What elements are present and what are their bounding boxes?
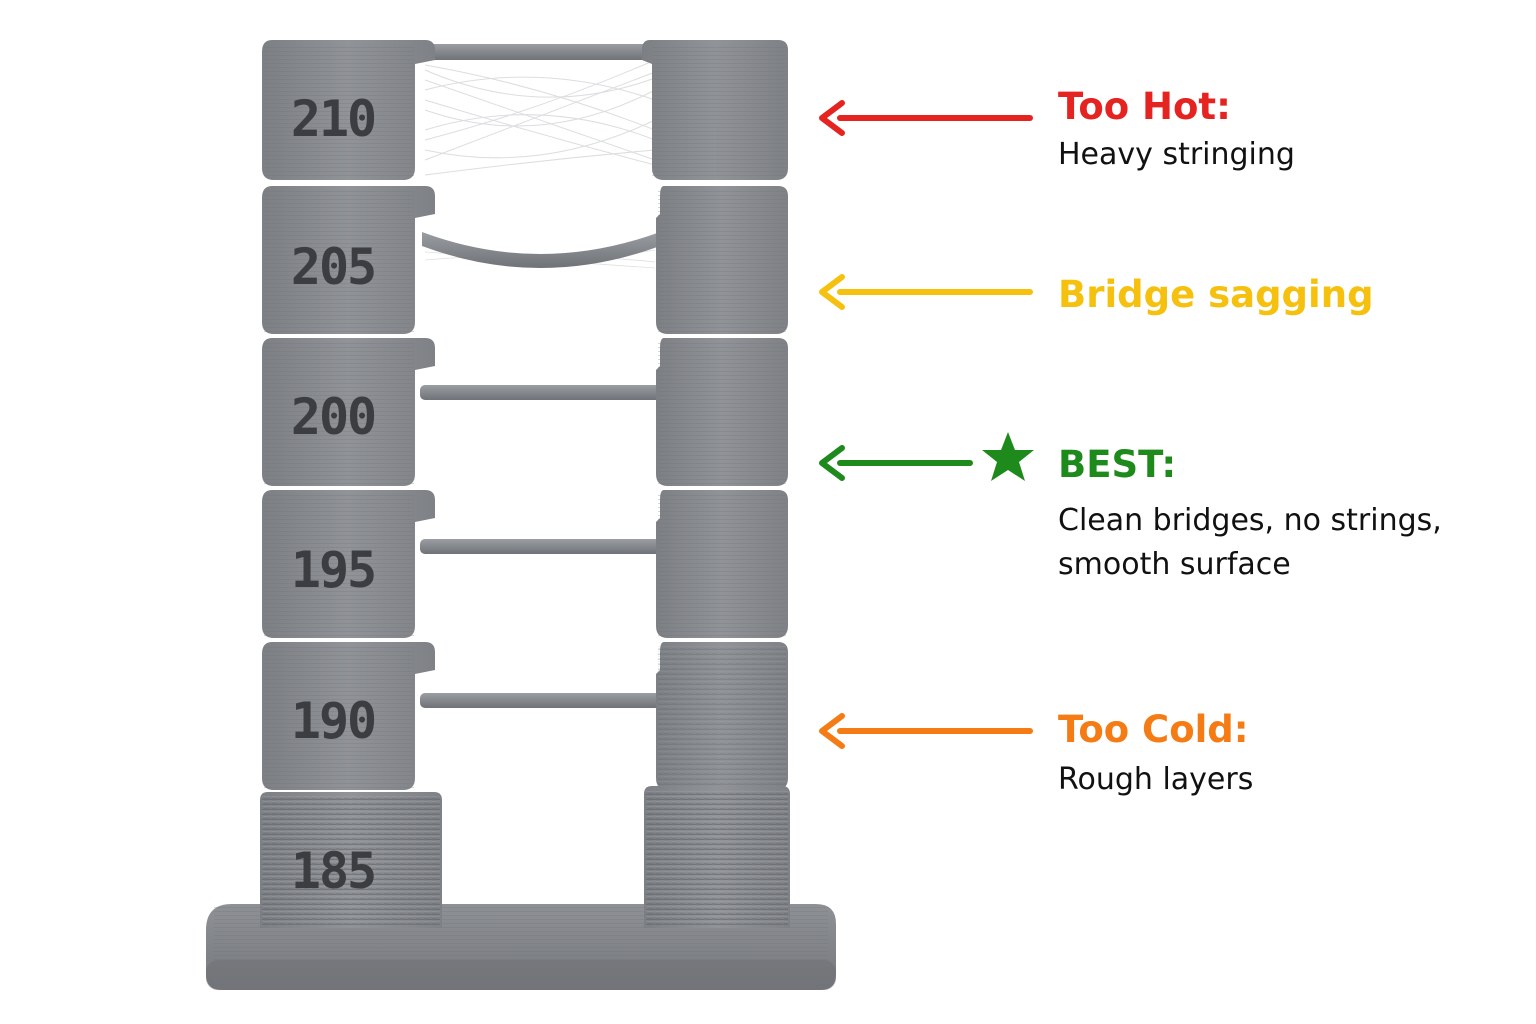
annotation-description: Heavy stringing — [1058, 137, 1295, 172]
arrow-too-cold-icon — [819, 713, 1033, 749]
right-column — [642, 40, 790, 928]
tier-label-200: 200 — [291, 388, 375, 446]
left-column — [260, 40, 442, 928]
annotation-title: Too Hot: — [1058, 85, 1231, 128]
annotation-too-hot: Too Hot: Heavy stringing — [1058, 85, 1295, 177]
arrow-best-icon — [819, 445, 973, 481]
tier-label-205: 205 — [291, 238, 375, 296]
bridge-190 — [420, 693, 664, 708]
annotation-title: Bridge sagging — [1058, 273, 1374, 316]
annotation-best: BEST: Clean bridges, no strings, smooth … — [1058, 443, 1442, 587]
annotation-too-cold: Too Cold: Rough layers — [1058, 708, 1253, 802]
tier-label-195: 195 — [291, 541, 375, 599]
arrow-bridge-sagging-icon — [819, 274, 1033, 310]
annotation-description-line1: Clean bridges, no strings, — [1058, 503, 1442, 538]
annotation-description-line2: smooth surface — [1058, 547, 1291, 582]
star-icon — [982, 432, 1034, 481]
annotation-title: Too Cold: — [1058, 708, 1249, 751]
sagging-bridge — [422, 232, 660, 268]
tier-label-190: 190 — [291, 692, 375, 750]
tier-label-210: 210 — [291, 90, 375, 148]
tier-label-185: 185 — [291, 842, 375, 900]
stringing-strands — [424, 59, 656, 176]
top-bridge — [420, 44, 660, 60]
annotation-title: BEST: — [1058, 443, 1177, 486]
annotation-description: Rough layers — [1058, 762, 1254, 797]
arrow-too-hot-icon — [819, 100, 1033, 136]
bridge-195 — [420, 539, 664, 554]
annotation-bridge-sagging: Bridge sagging — [1058, 273, 1374, 317]
bridge-200 — [420, 385, 664, 400]
